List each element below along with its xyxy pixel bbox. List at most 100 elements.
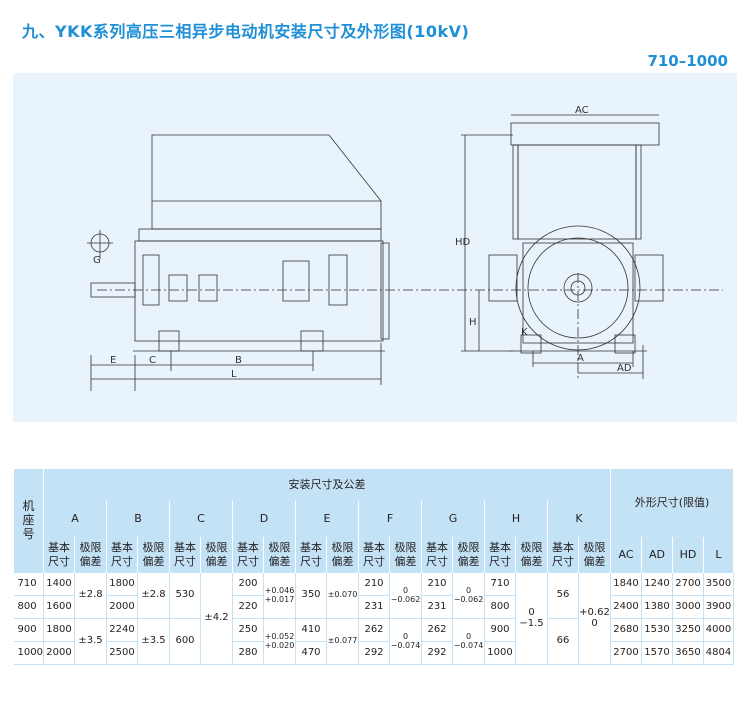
cell-C-basic: 530	[169, 573, 201, 619]
motor-drawing-svg: G E C B L AC HD H K A AD	[87, 105, 723, 391]
sub-basic-A: 基本尺寸	[43, 537, 75, 573]
drawing-labels: G E C B L AC HD H K A AD	[93, 105, 632, 380]
cell-L: 4804	[703, 641, 734, 665]
cell-C-tol: ±4.2	[200, 573, 233, 665]
cell-G-basic: 262	[421, 618, 453, 642]
cell-F-basic: 231	[358, 595, 390, 619]
sub-tol-E: 极限偏差	[326, 537, 359, 573]
cell-E-tol: ±0.077	[326, 618, 359, 665]
side-frame-body	[134, 240, 384, 342]
install-group-header: 安装尺寸及公差	[43, 469, 611, 501]
cell-G-basic: 231	[421, 595, 453, 619]
frame-range-label: 710–1000	[647, 52, 728, 70]
sub-tol-F: 极限偏差	[389, 537, 422, 573]
cell-A-basic: 1600	[43, 595, 75, 619]
cell-D-basic: 220	[232, 595, 264, 619]
col-group-B: B	[106, 501, 170, 537]
front-top-box	[510, 122, 660, 146]
cell-D-tol: +0.052+0.020	[263, 618, 296, 665]
sub-tol-H: 极限偏差	[515, 537, 548, 573]
cell-E-basic: 410	[295, 618, 327, 642]
col-group-D: D	[232, 501, 296, 537]
cell-AD: 1530	[641, 618, 673, 642]
cell-H-basic: 900	[484, 618, 516, 642]
sub-basic-F: 基本尺寸	[358, 537, 390, 573]
cell-G-tol: 0−0.074	[452, 618, 485, 665]
outline-col-L: L	[703, 537, 734, 573]
sub-tol-C: 极限偏差	[200, 537, 233, 573]
side-right-terminal	[328, 254, 348, 306]
cell-AD: 1380	[641, 595, 673, 619]
cell-L: 3500	[703, 573, 734, 596]
label-K: K	[521, 327, 528, 338]
cell-E-basic: 350	[295, 573, 327, 619]
cell-A-tol: ±3.5	[74, 618, 107, 665]
cell-F-basic: 262	[358, 618, 390, 642]
table-row: 800 1600 2000 220 231 231 800 2400 1380 …	[13, 595, 734, 619]
cell-F-tol: 0−0.062	[389, 573, 422, 619]
cell-AC: 2400	[610, 595, 642, 619]
col-group-K: K	[547, 501, 611, 537]
cell-H-basic: 710	[484, 573, 516, 596]
label-HD: HD	[455, 237, 471, 248]
cell-K-basic: 56	[547, 573, 579, 619]
cell-L: 4000	[703, 618, 734, 642]
front-right-terminal	[634, 254, 664, 302]
cell-B-basic: 1800	[106, 573, 138, 596]
cell-C-basic: 600	[169, 618, 201, 665]
cell-F-basic: 292	[358, 641, 390, 665]
cell-B-basic: 2000	[106, 595, 138, 619]
sub-basic-K: 基本尺寸	[547, 537, 579, 573]
cell-AC: 1840	[610, 573, 642, 596]
cell-D-basic: 280	[232, 641, 264, 665]
sub-basic-H: 基本尺寸	[484, 537, 516, 573]
sub-tol-D: 极限偏差	[263, 537, 296, 573]
cell-F-tol: 0−0.074	[389, 618, 422, 665]
side-left-terminal	[142, 254, 160, 306]
cell-H-tol: 0−1.5	[515, 573, 548, 665]
col-group-E: E	[295, 501, 359, 537]
cell-HD: 2700	[672, 573, 704, 596]
cell-AC: 2700	[610, 641, 642, 665]
cell-K-basic: 66	[547, 618, 579, 665]
frame-cell: 800	[13, 595, 44, 619]
table-row: 1000 2000 2500 280 470 292 292 1000 2700…	[13, 641, 734, 665]
sub-tol-B: 极限偏差	[137, 537, 170, 573]
col-group-H: H	[484, 501, 548, 537]
frame-cell: 710	[13, 573, 44, 596]
label-E: E	[110, 355, 116, 366]
sub-basic-D: 基本尺寸	[232, 537, 264, 573]
outline-col-AC: AC	[610, 537, 642, 573]
cell-G-basic: 292	[421, 641, 453, 665]
cell-A-tol: ±2.8	[74, 573, 107, 619]
label-A: A	[577, 353, 584, 364]
side-cooler-box	[151, 134, 382, 230]
sub-tol-K: 极限偏差	[578, 537, 611, 573]
label-H: H	[469, 317, 477, 328]
cell-A-basic: 1800	[43, 618, 75, 642]
cell-B-basic: 2240	[106, 618, 138, 642]
label-G: G	[93, 255, 101, 266]
cell-L: 3900	[703, 595, 734, 619]
sub-basic-G: 基本尺寸	[421, 537, 453, 573]
cell-D-basic: 250	[232, 618, 264, 642]
sub-basic-C: 基本尺寸	[169, 537, 201, 573]
cell-E-tol: ±0.070	[326, 573, 359, 619]
motor-outline-drawing: G E C B L AC HD H K A AD	[13, 73, 737, 422]
cell-B-basic: 2500	[106, 641, 138, 665]
cell-HD: 3250	[672, 618, 704, 642]
label-C: C	[149, 355, 156, 366]
sub-basic-B: 基本尺寸	[106, 537, 138, 573]
cell-H-basic: 1000	[484, 641, 516, 665]
col-group-F: F	[358, 501, 422, 537]
col-group-C: C	[169, 501, 233, 537]
frame-cell: 900	[13, 618, 44, 642]
cell-D-basic: 200	[232, 573, 264, 596]
dimension-table: 机座号 安装尺寸及公差 外形尺寸(限值) A B C D E F G H K 基…	[13, 469, 734, 665]
front-cooler	[517, 144, 637, 240]
label-AD: AD	[617, 363, 632, 374]
cell-B-tol: ±3.5	[137, 618, 170, 665]
sub-tol-A: 极限偏差	[74, 537, 107, 573]
outline-col-AD: AD	[641, 537, 673, 573]
